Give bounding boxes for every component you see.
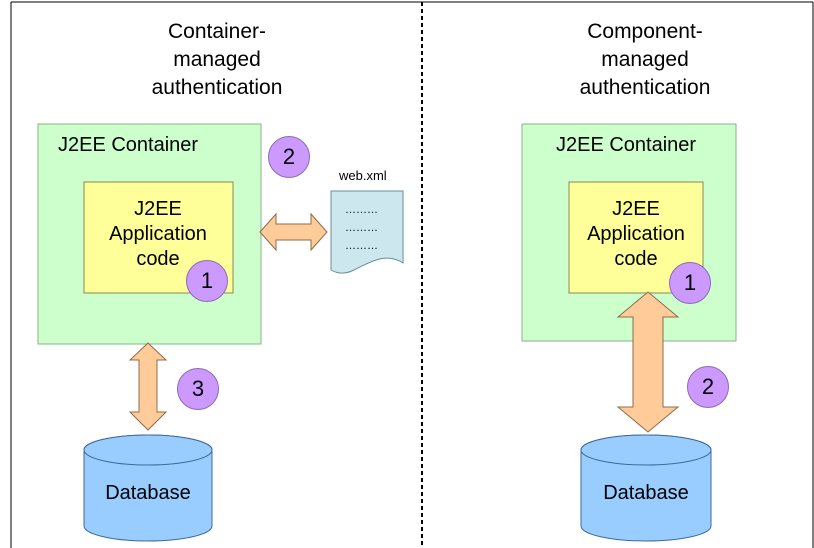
web-xml-line: ………: [345, 204, 378, 216]
right-database-label: Database: [603, 482, 689, 504]
left-step-1-badge: 1: [186, 260, 228, 302]
left-database-top: [83, 434, 213, 466]
left-db-arrow: [128, 342, 168, 431]
left-heading: Container- managed authentication: [151, 20, 283, 99]
right-database-top: [580, 434, 712, 466]
right-step-2-badge: 2: [687, 366, 729, 408]
left-database-label: Database: [105, 482, 191, 504]
left-app-code-label: J2EE Application code: [109, 198, 207, 270]
right-db-arrow: [616, 291, 680, 433]
left-step-2-badge: 2: [268, 136, 310, 178]
web-xml-label: web.xml: [339, 168, 387, 183]
left-step-3-badge: 3: [177, 368, 219, 410]
web-xml-line: ………: [345, 222, 378, 234]
left-container-title: J2EE Container: [58, 134, 199, 156]
right-container-title: J2EE Container: [556, 134, 697, 156]
left-config-arrow: [259, 212, 328, 252]
right-app-code-label: J2EE Application code: [587, 198, 685, 270]
web-xml-line: ………: [345, 240, 378, 252]
right-heading: Component- managed authentication: [579, 20, 711, 99]
web-xml-document: [330, 190, 404, 274]
right-step-1-badge: 1: [669, 262, 711, 304]
